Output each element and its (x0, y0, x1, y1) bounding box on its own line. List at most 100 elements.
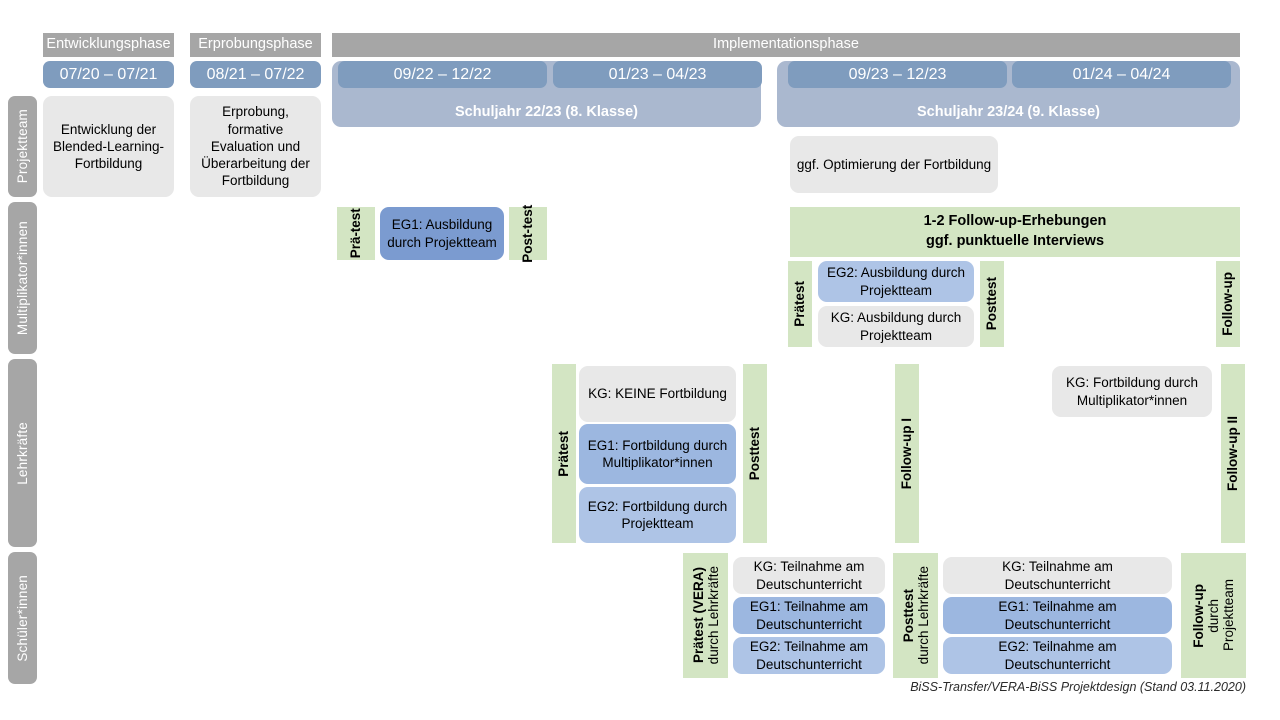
schueler-kg-box-left: KG: Teilnahme am Deutschunterricht (733, 557, 885, 594)
posttest-vertical-label: Post-test (520, 205, 536, 263)
multiplikatoren-followup-tag: Follow-up (1216, 261, 1240, 347)
date-bar-label: 08/21 – 07/22 (206, 65, 305, 83)
schueler-eg2-box-right: EG2: Teilnahme am Deutschunterricht (943, 637, 1172, 674)
row-label-schueler: Schüler*innen (8, 552, 37, 684)
box-label: ggf. Optimierung der Fortbildung (796, 156, 992, 172)
row-label-projektteam: Projektteam (8, 96, 37, 197)
phase-header-implementationsphase: Implementationsphase (332, 33, 1240, 57)
box-label: KG: Teilnahme am Deutschunterricht (1002, 559, 1113, 592)
box-label: KG: Ausbildung durch Projektteam (830, 310, 962, 343)
box-label: Erprobung, formative Evaluation und Über… (201, 104, 310, 189)
followup-banner-line-2: ggf. punktuelle Interviews (925, 233, 1105, 249)
date-bar-0123-0423: 01/23 – 04/23 (553, 61, 762, 88)
multiplikatoren-posttest-tag-left: Post-test (509, 205, 547, 263)
box-label: EG2: Fortbildung durch Projektteam (587, 498, 728, 531)
followup-vertical-label: Follow-up I (899, 417, 915, 490)
posttest-vertical-label: Posttest (747, 426, 763, 481)
lehrkraefte-posttest-tag: Posttest (743, 364, 767, 543)
multiplikatoren-kg-box: KG: Ausbildung durch Projektteam (818, 306, 974, 347)
followup-vertical-group: Follow-up durch Projektteam (1181, 553, 1246, 678)
phase-header-label: Implementationsphase (713, 36, 859, 53)
phase-header-label: Entwicklungsphase (46, 36, 171, 53)
schueler-kg-box-right: KG: Teilnahme am Deutschunterricht (943, 557, 1172, 594)
multiplikatoren-praetest-tag-left: Prä-test (337, 207, 375, 260)
schueler-eg1-box-left: EG1: Teilnahme am Deutschunterricht (733, 597, 885, 634)
schueler-praetest-tag: Prätest (VERA) durch Lehrkräfte (683, 553, 728, 678)
followup-sub-label-2: Projektteam (1221, 579, 1236, 652)
lehrkraefte-kg-box-2: KG: Fortbildung durch Multiplikator*inne… (1052, 366, 1212, 417)
posttest-line-2: test (520, 204, 536, 229)
projektteam-entwicklung-box: Entwicklung der Blended-Learning-Fortbil… (43, 96, 174, 197)
posttest-sub-label: durch Lehrkräfte (915, 566, 931, 665)
followup-sub-label-1: durch (1206, 598, 1221, 633)
footer-text: BiSS-Transfer/VERA-BiSS Projektdesign (S… (910, 680, 1246, 694)
multiplikatoren-posttest-tag: Posttest (980, 261, 1004, 347)
row-label-text: Schüler*innen (15, 574, 30, 662)
box-label: EG2: Ausbildung durch Projektteam (826, 265, 966, 298)
phase-header-entwicklungsphase: Entwicklungsphase (43, 33, 174, 57)
praetest-main-label: Prätest (VERA) (690, 567, 706, 664)
schueler-eg1-box-right: EG1: Teilnahme am Deutschunterricht (943, 597, 1172, 634)
multiplikatoren-followup-banner: 1-2 Follow-up-Erhebungen ggf. punktuelle… (790, 207, 1240, 257)
lehrkraefte-followup-2-tag: Follow-up II (1221, 364, 1245, 543)
school-year-label: Schuljahr 22/23 (8. Klasse) (455, 104, 638, 120)
multiplikatoren-praetest-tag: Prätest (788, 261, 812, 347)
date-bar-label: 07/20 – 07/21 (59, 65, 158, 83)
box-label: EG1: Teilnahme am Deutschunterricht (749, 599, 869, 632)
followup-main-label: Follow-up (1191, 583, 1206, 648)
posttest-vertical-group: Posttest durch Lehrkräfte (893, 553, 938, 678)
box-label: KG: KEINE Fortbildung (588, 386, 727, 402)
posttest-main-label: Posttest (900, 588, 916, 643)
box-label: EG2: Teilnahme am Deutschunterricht (998, 639, 1117, 672)
schueler-followup-tag: Follow-up durch Projektteam (1181, 553, 1246, 678)
praetest-vertical-label: Prätest (792, 281, 808, 327)
row-label-text: Projektteam (15, 109, 30, 184)
lehrkraefte-kg-box: KG: KEINE Fortbildung (579, 366, 736, 422)
box-label: Entwicklung der Blended-Learning-Fortbil… (52, 121, 165, 172)
followup-vertical-label: Follow-up II (1225, 416, 1241, 491)
praetest-line-2: test (348, 208, 364, 233)
school-year-label: Schuljahr 23/24 (9. Klasse) (917, 104, 1100, 120)
footer-caption: BiSS-Transfer/VERA-BiSS Projektdesign (S… (600, 680, 1246, 698)
lehrkraefte-eg1-box: EG1: Fortbildung durch Multiplikator*inn… (579, 424, 736, 484)
row-label-lehrkraefte: Lehrkräfte (8, 359, 37, 547)
projektteam-erprobung-box: Erprobung, formative Evaluation und Über… (190, 96, 321, 197)
posttest-vertical-label: Posttest (984, 277, 1000, 331)
date-bar-label: 09/23 – 12/23 (848, 65, 947, 83)
box-label: EG2: Teilnahme am Deutschunterricht (749, 639, 869, 672)
row-label-text: Multiplikator*innen (15, 220, 30, 336)
praetest-sub-label: durch Lehrkräfte (705, 566, 721, 665)
lehrkraefte-eg2-box: EG2: Fortbildung durch Projektteam (579, 487, 736, 543)
box-label: KG: Fortbildung durch Multiplikator*inne… (1065, 375, 1199, 408)
phase-header-erprobungsphase: Erprobungsphase (190, 33, 321, 57)
followup-vertical-label: Follow-up (1220, 272, 1236, 336)
date-bar-0923-1223: 09/23 – 12/23 (788, 61, 1007, 88)
praetest-line-1: Prä- (348, 232, 364, 259)
schueler-posttest-tag: Posttest durch Lehrkräfte (893, 553, 938, 678)
date-bar-label: 09/22 – 12/22 (393, 65, 492, 83)
date-bar-0922-1222: 09/22 – 12/22 (338, 61, 547, 88)
praetest-vertical-label: Prätest (556, 430, 572, 477)
projektteam-optimierung-box: ggf. Optimierung der Fortbildung (790, 136, 998, 193)
followup-banner-line-1: 1-2 Follow-up-Erhebungen (923, 213, 1107, 230)
date-bar-label: 01/24 – 04/24 (1072, 65, 1171, 83)
date-bar-0124-0424: 01/24 – 04/24 (1012, 61, 1231, 88)
lehrkraefte-followup-1-tag: Follow-up I (895, 364, 919, 543)
praetest-vertical-group: Prätest (VERA) durch Lehrkräfte (683, 553, 728, 678)
phase-header-label: Erprobungsphase (198, 36, 313, 53)
row-label-text: Lehrkräfte (15, 421, 30, 485)
date-bar-0720-0721: 07/20 – 07/21 (43, 61, 174, 88)
box-label: EG1: Teilnahme am Deutschunterricht (998, 599, 1117, 632)
praetest-vertical-label: Prä-test (348, 208, 364, 258)
lehrkraefte-praetest-tag: Prätest (552, 364, 576, 543)
multiplikatoren-eg2-box: EG2: Ausbildung durch Projektteam (818, 261, 974, 302)
box-label: KG: Teilnahme am Deutschunterricht (753, 559, 865, 592)
row-label-multiplikatoren: Multiplikator*innen (8, 202, 37, 354)
date-bar-label: 01/23 – 04/23 (608, 65, 707, 83)
date-bar-0821-0722: 08/21 – 07/22 (190, 61, 321, 88)
box-label: EG1: Ausbildung durch Projektteam (387, 217, 497, 250)
schueler-eg2-box-left: EG2: Teilnahme am Deutschunterricht (733, 637, 885, 674)
posttest-line-1: Post- (520, 228, 536, 263)
multiplikatoren-eg1-box: EG1: Ausbildung durch Projektteam (380, 207, 504, 260)
